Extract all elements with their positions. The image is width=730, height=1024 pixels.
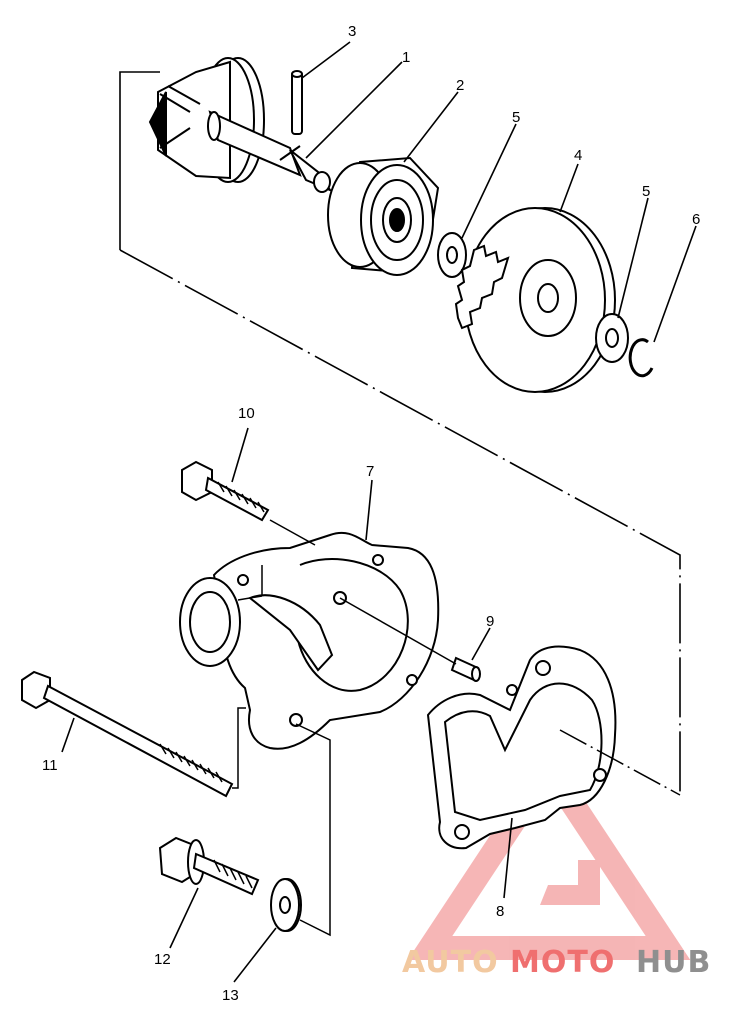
callout-3: 3 — [348, 23, 356, 40]
washer-right — [595, 313, 629, 363]
leader-lines — [61, 41, 697, 983]
callout-8: 8 — [496, 903, 504, 920]
callout-9: 9 — [486, 613, 494, 630]
callout-11: 11 — [42, 757, 58, 774]
upper-assembly-bracket — [119, 71, 681, 795]
callout-10: 10 — [238, 405, 255, 422]
circlip — [628, 338, 654, 378]
watermark-logo — [407, 746, 691, 960]
callout-labels: 3 1 2 5 4 5 6 10 7 9 11 8 12 13 — [42, 23, 700, 1004]
callout-4: 4 — [574, 147, 582, 164]
oil-seal — [327, 156, 440, 276]
callout-6: 6 — [692, 211, 700, 228]
washer-bottom — [270, 878, 302, 932]
watermark-auto: AUTO — [402, 945, 499, 980]
watermark-hub: HUB — [636, 945, 711, 980]
bolt-short — [181, 460, 270, 522]
callout-12: 12 — [154, 951, 171, 968]
gasket — [426, 645, 617, 850]
callout-5-upper: 5 — [512, 109, 520, 126]
dowel-pin — [450, 656, 481, 682]
callout-1: 1 — [402, 49, 410, 66]
pin — [291, 70, 303, 135]
callout-5-right: 5 — [642, 183, 650, 200]
watermark-moto: MOTO — [510, 945, 615, 980]
washer-upper — [437, 232, 467, 278]
drive-gear — [454, 207, 616, 393]
impeller-shaft — [148, 57, 333, 193]
callout-13: 13 — [222, 987, 239, 1004]
bolt-long — [21, 670, 234, 798]
watermark-text: AUTO MOTO HUB — [402, 945, 711, 980]
bolt-flange — [158, 836, 260, 896]
pump-housing — [179, 531, 440, 750]
callout-7: 7 — [366, 463, 374, 480]
assembly-lines-lower — [232, 519, 681, 937]
callout-2: 2 — [456, 77, 464, 94]
